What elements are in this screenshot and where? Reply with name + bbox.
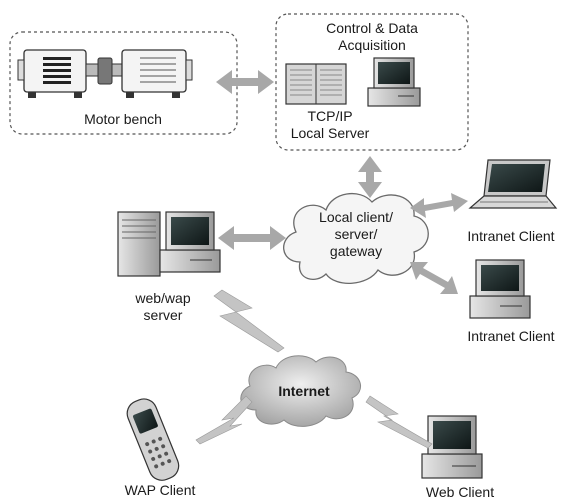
tower-server-icon	[117, 211, 221, 277]
cloud-icon	[283, 192, 429, 285]
arrow-bench-control	[216, 70, 274, 94]
lightning-server-internet	[213, 289, 285, 353]
arrow-server-local	[218, 226, 286, 250]
laptop-icon	[468, 159, 558, 209]
local-client-label-line1: Local client/	[319, 209, 393, 225]
intranet-client-bottom-label: Intranet Client	[467, 328, 555, 344]
rack-server-icon	[285, 63, 347, 105]
intranet-client-top-label: Intranet Client	[467, 228, 555, 244]
web-client-label: Web Client	[425, 484, 495, 500]
internet-label: Internet	[278, 383, 330, 399]
lightning-internet-wap	[195, 395, 253, 445]
lightning-internet-web	[365, 395, 433, 449]
local-client-label-line2: server/	[334, 226, 378, 242]
connection-arrows	[216, 70, 468, 294]
desktop-computer-icon	[469, 259, 531, 319]
web-wap-server-label-line2: server	[143, 307, 183, 323]
web-wap-server-label-line1: web/wap	[135, 290, 191, 306]
local-client-label-line3: gateway	[329, 243, 383, 259]
tcpip-label-line2: Local Server	[290, 125, 370, 141]
motor-bench-label: Motor bench	[84, 111, 162, 127]
desktop-computer-icon	[421, 415, 483, 479]
mobile-phone-icon	[126, 398, 180, 481]
arrow-control-local	[358, 156, 382, 198]
wap-client-label: WAP Client	[124, 482, 196, 498]
arrow-local-laptop	[410, 193, 468, 218]
tcpip-label-line1: TCP/IP	[307, 108, 353, 124]
cloud-icon	[240, 355, 361, 427]
control-title-line2: Acquisition	[338, 37, 406, 53]
control-acquisition-box	[275, 13, 469, 151]
control-title-line1: Control & Data	[326, 20, 418, 36]
arrow-local-intranet	[410, 262, 458, 294]
desktop-computer-icon	[367, 57, 421, 107]
motor-bench-icon	[17, 49, 193, 98]
lightning-link-icon	[195, 289, 433, 449]
